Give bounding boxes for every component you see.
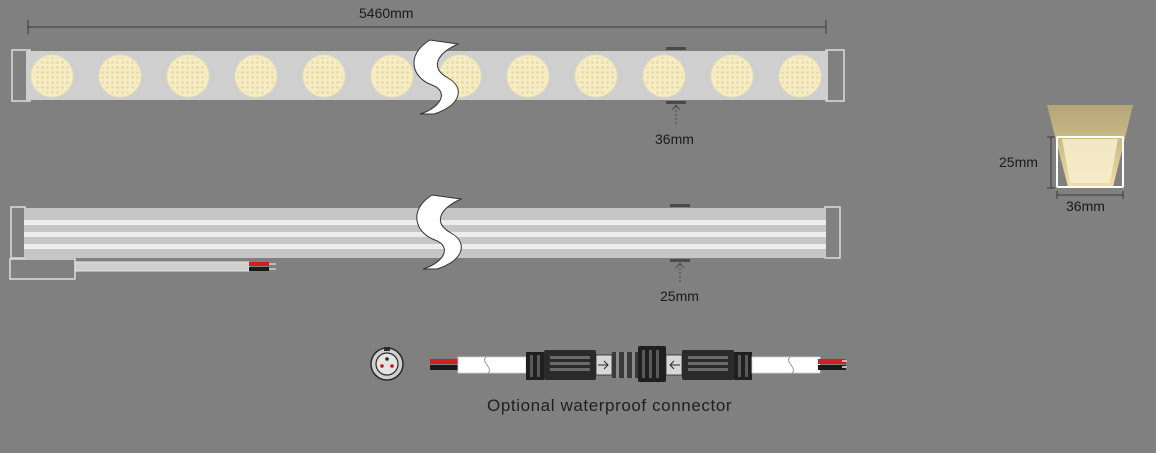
side-height-arrow <box>675 262 685 269</box>
side-groove-3 <box>24 244 826 249</box>
connector-caption: Optional waterproof connector <box>487 396 733 415</box>
break-mark-side <box>416 194 463 270</box>
cross-section <box>1047 105 1133 199</box>
front-width-arrow <box>671 104 681 111</box>
led-texture-9 <box>577 57 615 95</box>
front-width-tick-top <box>666 47 686 50</box>
front-end-cap-right <box>825 49 845 102</box>
led-texture-8 <box>509 57 547 95</box>
led-texture-5 <box>305 57 343 95</box>
length-dimension-line <box>27 20 827 34</box>
wire-red <box>249 262 269 266</box>
led-texture-3 <box>169 57 207 95</box>
connector-end-face <box>370 347 404 381</box>
cable-gland <box>9 258 76 280</box>
side-height-tick-bottom <box>670 259 690 262</box>
led-texture-1 <box>33 57 71 95</box>
led-texture-10 <box>645 57 683 95</box>
led-texture-11 <box>713 57 751 95</box>
length-label: 5460mm <box>359 5 414 21</box>
wire-tip-black <box>269 268 276 270</box>
led-texture-6 <box>373 57 411 95</box>
break-mark-front <box>413 39 460 115</box>
side-height-label: 25mm <box>660 288 699 304</box>
side-height-tick-top <box>670 204 690 207</box>
side-end-cap-left <box>10 206 26 259</box>
section-height-label: 25mm <box>999 154 1038 170</box>
led-texture-2 <box>101 57 139 95</box>
front-width-label: 36mm <box>655 131 694 147</box>
power-cable-sheath <box>74 261 250 272</box>
profile-outline <box>1056 136 1124 188</box>
section-width-label: 36mm <box>1066 198 1105 214</box>
led-texture-12 <box>781 57 819 95</box>
diffuser <box>1062 139 1118 183</box>
connector-assembly <box>430 346 847 382</box>
wire-tip-red <box>269 263 276 265</box>
wire-black <box>249 267 269 271</box>
side-end-cap-right <box>824 206 841 259</box>
front-width-tick-bottom <box>666 101 686 104</box>
led-texture-4 <box>237 57 275 95</box>
